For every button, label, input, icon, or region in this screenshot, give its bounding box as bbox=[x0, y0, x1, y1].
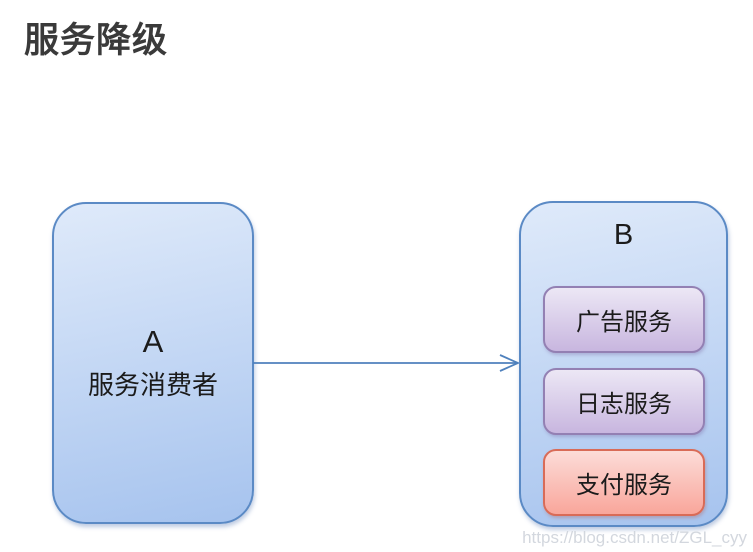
node-provider-b: B 广告服务 日志服务 支付服务 bbox=[519, 201, 728, 527]
service-label-ad: 广告服务 bbox=[576, 309, 672, 336]
arrow-a-to-b bbox=[253, 354, 521, 372]
service-box-log: 日志服务 bbox=[543, 368, 705, 435]
service-box-ad: 广告服务 bbox=[543, 286, 705, 353]
service-box-payment: 支付服务 bbox=[543, 449, 705, 516]
service-label-payment: 支付服务 bbox=[576, 472, 672, 499]
node-b-label: B bbox=[613, 219, 634, 251]
watermark: https://blog.csdn.net/ZGL_cyy bbox=[522, 528, 747, 547]
node-service-consumer: A 服务消费者 bbox=[52, 202, 254, 524]
page-title: 服务降级 bbox=[24, 21, 169, 60]
service-label-log: 日志服务 bbox=[576, 391, 672, 418]
node-a-sublabel: 服务消费者 bbox=[87, 370, 218, 401]
node-a-label: A bbox=[142, 323, 164, 359]
